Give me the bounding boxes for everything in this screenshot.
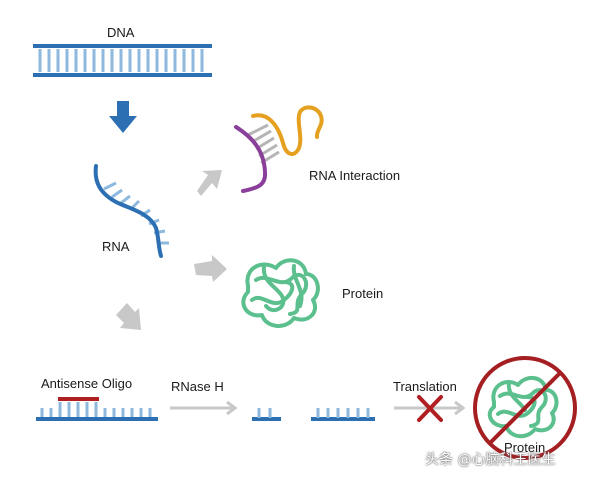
rna-interaction-label: RNA Interaction	[309, 168, 401, 183]
protein-label: Protein	[342, 286, 384, 301]
translation-label: Translation	[393, 379, 457, 394]
down-arrow-icon	[109, 101, 137, 133]
blocked-x-icon	[417, 395, 443, 422]
cleaved-fragment-large	[311, 408, 375, 421]
protein-blocked-label: Protein	[504, 440, 546, 455]
antisense-oligo-label: Antisense Oligo	[41, 376, 133, 391]
watermark: 头条 @心脑科王医生	[425, 452, 556, 468]
prohibition-sign-icon	[473, 356, 577, 460]
rna-interaction-structure	[234, 105, 324, 193]
arrow-rnase-h-icon	[170, 400, 238, 416]
arrow-to-antisense-icon	[116, 303, 141, 330]
protein-blob	[241, 258, 320, 328]
rna-single-strand	[93, 164, 169, 258]
arrow-to-rna-interaction-icon	[197, 170, 222, 196]
dna-label: DNA	[107, 25, 135, 40]
antisense-oligo-complex	[36, 397, 158, 421]
dna-double-strand	[33, 44, 212, 77]
arrow-to-protein-icon	[194, 255, 227, 282]
rna-label: RNA	[102, 239, 130, 254]
rnase-h-label: RNase H	[171, 379, 224, 394]
cleaved-fragment-small	[252, 408, 281, 421]
